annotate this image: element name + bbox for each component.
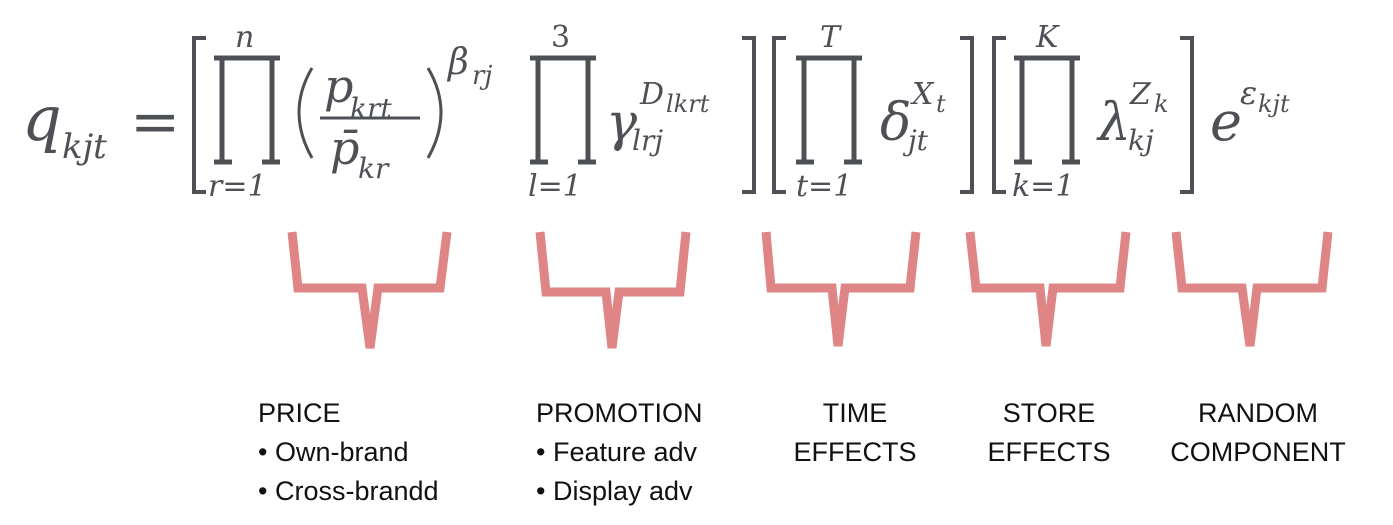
bracket-open-2: [772, 36, 786, 194]
product-1-upper: n: [235, 20, 254, 55]
gamma-subscript: lrj: [632, 124, 663, 157]
brace-random: [1171, 231, 1333, 347]
label-time-line2: EFFECTS: [793, 437, 917, 467]
lambda-superscript: Z: [1129, 77, 1152, 112]
label-random-component: RANDOM COMPONENT: [1148, 394, 1368, 472]
bracket-close-2: [960, 36, 974, 194]
label-store-line2: EFFECTS: [987, 437, 1111, 467]
bracket-close-1: [742, 36, 756, 194]
product-3-upper: T: [820, 20, 842, 55]
product-2-lower: l=1: [528, 169, 582, 204]
paren-open: [297, 67, 314, 159]
lambda-subscript: kj: [1128, 124, 1154, 157]
equals-sign: =: [130, 87, 180, 157]
label-promotion-item-display: • Display adv: [536, 476, 693, 506]
price-exponent-subscript: rj: [472, 61, 493, 91]
bracket-open-3: [992, 36, 1006, 194]
brace-price: [287, 231, 452, 349]
price-exponent: β: [446, 42, 469, 83]
product-4-upper: K: [1035, 20, 1060, 55]
gamma-superscript: D: [639, 77, 664, 112]
label-store-effects: STORE EFFECTS: [970, 394, 1128, 472]
label-store-line1: STORE: [1002, 398, 1096, 428]
label-time-line1: TIME: [822, 398, 888, 428]
product-3-lower: t=1: [796, 169, 852, 204]
epsilon-subscript: kjt: [1258, 90, 1290, 118]
label-random-line2: COMPONENT: [1170, 437, 1346, 467]
gamma-superscript-subscript: lkrt: [666, 90, 710, 118]
brace-store: [965, 231, 1131, 347]
paren-close: [426, 67, 443, 159]
product-1-lower: r=1: [208, 169, 267, 204]
label-random-line1: RANDOM: [1198, 398, 1318, 428]
epsilon-symbol: ε: [1240, 74, 1257, 112]
demand-equation: q kjt = n r=1 p krt p̄ kr β rj 3 l=1 γ l…: [22, 20, 1290, 204]
fraction-denominator: p̄: [330, 121, 359, 175]
brace-time: [761, 231, 921, 347]
label-price-title: PRICE: [258, 398, 341, 428]
label-promotion-title: PROMOTION: [536, 398, 703, 428]
lhs-subscript: kjt: [62, 127, 107, 167]
fraction-numerator: p: [324, 59, 353, 113]
bracket-close-3: [1180, 36, 1194, 194]
product-symbol-3: [796, 55, 862, 165]
product-symbol-2: [530, 55, 596, 165]
product-symbol-1: [214, 55, 280, 165]
product-2-upper: 3: [551, 20, 570, 55]
delta-superscript-subscript: t: [936, 90, 946, 118]
brace-group: [287, 231, 1333, 349]
label-price: PRICE • Own-brand • Cross-brandd: [258, 394, 439, 511]
lambda-superscript-subscript: k: [1154, 90, 1169, 118]
product-4-lower: k=1: [1012, 169, 1074, 204]
label-time-effects: TIME EFFECTS: [780, 394, 930, 472]
exponential-e: e: [1210, 90, 1242, 153]
product-symbol-4: [1014, 55, 1080, 165]
label-price-item-cross: • Cross-brandd: [258, 476, 439, 506]
gamma-symbol: γ: [606, 93, 638, 153]
label-price-item-own: • Own-brand: [258, 437, 409, 467]
delta-superscript: X: [910, 77, 935, 112]
bracket-open-1: [192, 36, 206, 194]
brace-promotion: [535, 231, 691, 349]
lhs-q: q: [22, 82, 62, 155]
fraction-denominator-subscript: kr: [358, 152, 390, 185]
label-promotion-item-feature: • Feature adv: [536, 437, 698, 467]
delta-symbol: δ: [880, 93, 911, 153]
label-promotion: PROMOTION • Feature adv • Display adv: [536, 394, 703, 511]
lambda-symbol: λ: [1096, 93, 1131, 153]
